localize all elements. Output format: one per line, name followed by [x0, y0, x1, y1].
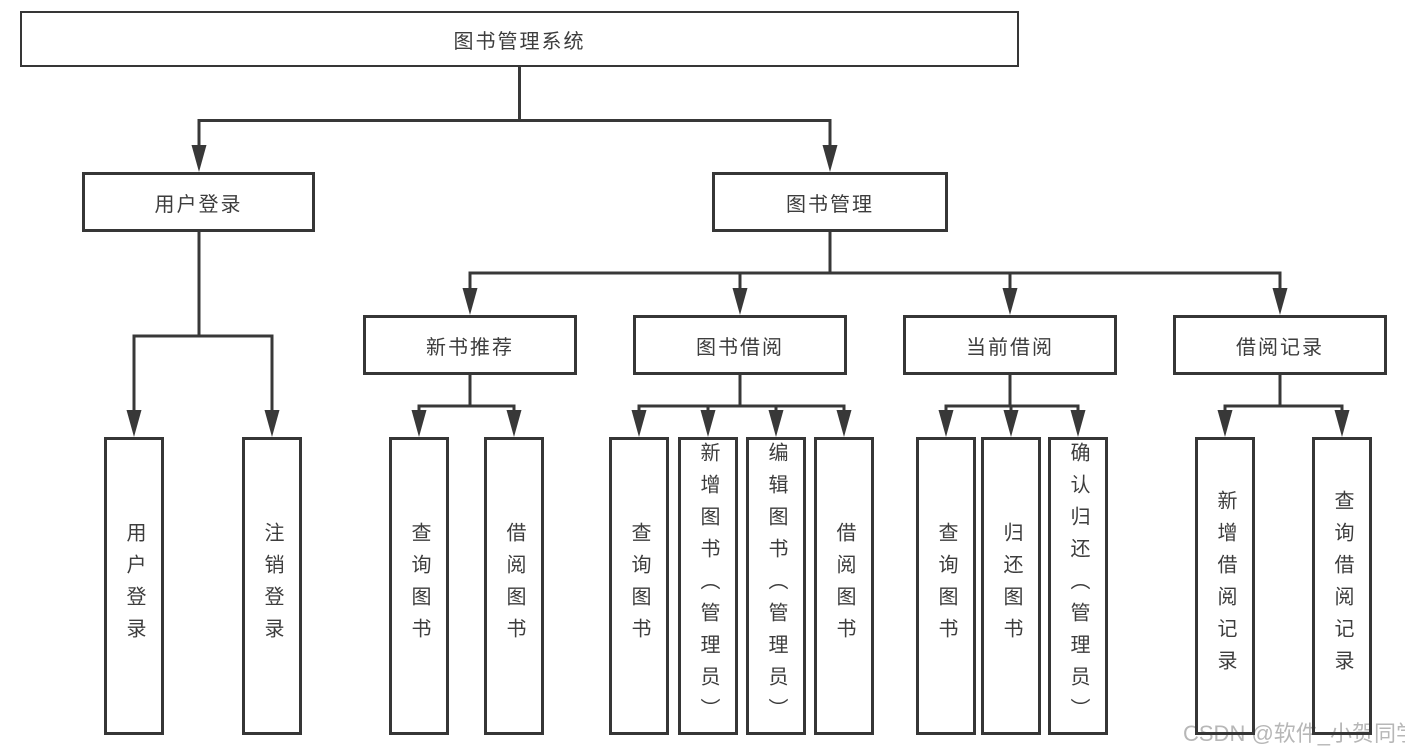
- leaf-edit-book-admin: 编辑图书（管理员）: [746, 437, 806, 735]
- leaf-borrow-book-label: 借阅图书: [833, 522, 855, 650]
- leaf-add-book-admin-label: 新增图书（管理员）: [697, 442, 719, 730]
- leaf-borrow-book-recommend: 借阅图书: [484, 437, 544, 735]
- leaf-query-book-borrow-label: 查询图书: [628, 522, 650, 650]
- node-current-borrow: 当前借阅: [903, 315, 1117, 375]
- leaf-add-borrow-record-label: 新增借阅记录: [1214, 490, 1236, 682]
- leaf-query-book-borrow: 查询图书: [609, 437, 669, 735]
- leaf-query-book-recommend: 查询图书: [389, 437, 449, 735]
- leaf-return-book-label: 归还图书: [1000, 522, 1022, 650]
- leaf-query-borrow-record-label: 查询借阅记录: [1331, 490, 1353, 682]
- node-user-login-label: 用户登录: [154, 193, 243, 216]
- leaf-add-book-admin: 新增图书（管理员）: [678, 437, 738, 735]
- leaf-query-borrow-record: 查询借阅记录: [1312, 437, 1372, 735]
- node-new-book-recommend-label: 新书推荐: [426, 336, 514, 359]
- leaf-return-book: 归还图书: [981, 437, 1041, 735]
- node-user-login: 用户登录: [82, 172, 315, 232]
- leaf-user-login: 用户登录: [104, 437, 164, 735]
- node-root-label: 图书管理系统: [453, 30, 586, 53]
- leaf-borrow-book-recommend-label: 借阅图书: [503, 522, 525, 650]
- node-book-borrow: 图书借阅: [633, 315, 847, 375]
- leaf-confirm-return-admin-label: 确认归还（管理员）: [1067, 442, 1089, 730]
- node-book-management-label: 图书管理: [786, 193, 874, 216]
- leaf-user-login-label: 用户登录: [123, 522, 145, 650]
- node-new-book-recommend: 新书推荐: [363, 315, 577, 375]
- leaf-query-book-current: 查询图书: [916, 437, 976, 735]
- leaf-logout: 注销登录: [242, 437, 302, 735]
- leaf-logout-label: 注销登录: [261, 522, 283, 650]
- arrowheads: [126, 145, 1350, 437]
- leaf-add-borrow-record: 新增借阅记录: [1195, 437, 1255, 735]
- leaf-query-book-recommend-label: 查询图书: [408, 522, 430, 650]
- node-book-borrow-label: 图书借阅: [696, 336, 784, 359]
- leaf-query-book-current-label: 查询图书: [935, 522, 957, 650]
- leaf-confirm-return-admin: 确认归还（管理员）: [1048, 437, 1108, 735]
- node-borrow-record: 借阅记录: [1173, 315, 1387, 375]
- node-root: 图书管理系统: [20, 11, 1019, 67]
- leaf-borrow-book: 借阅图书: [814, 437, 874, 735]
- node-borrow-record-label: 借阅记录: [1236, 336, 1324, 359]
- node-current-borrow-label: 当前借阅: [966, 336, 1054, 359]
- node-book-management: 图书管理: [712, 172, 948, 232]
- leaf-edit-book-admin-label: 编辑图书（管理员）: [765, 442, 787, 730]
